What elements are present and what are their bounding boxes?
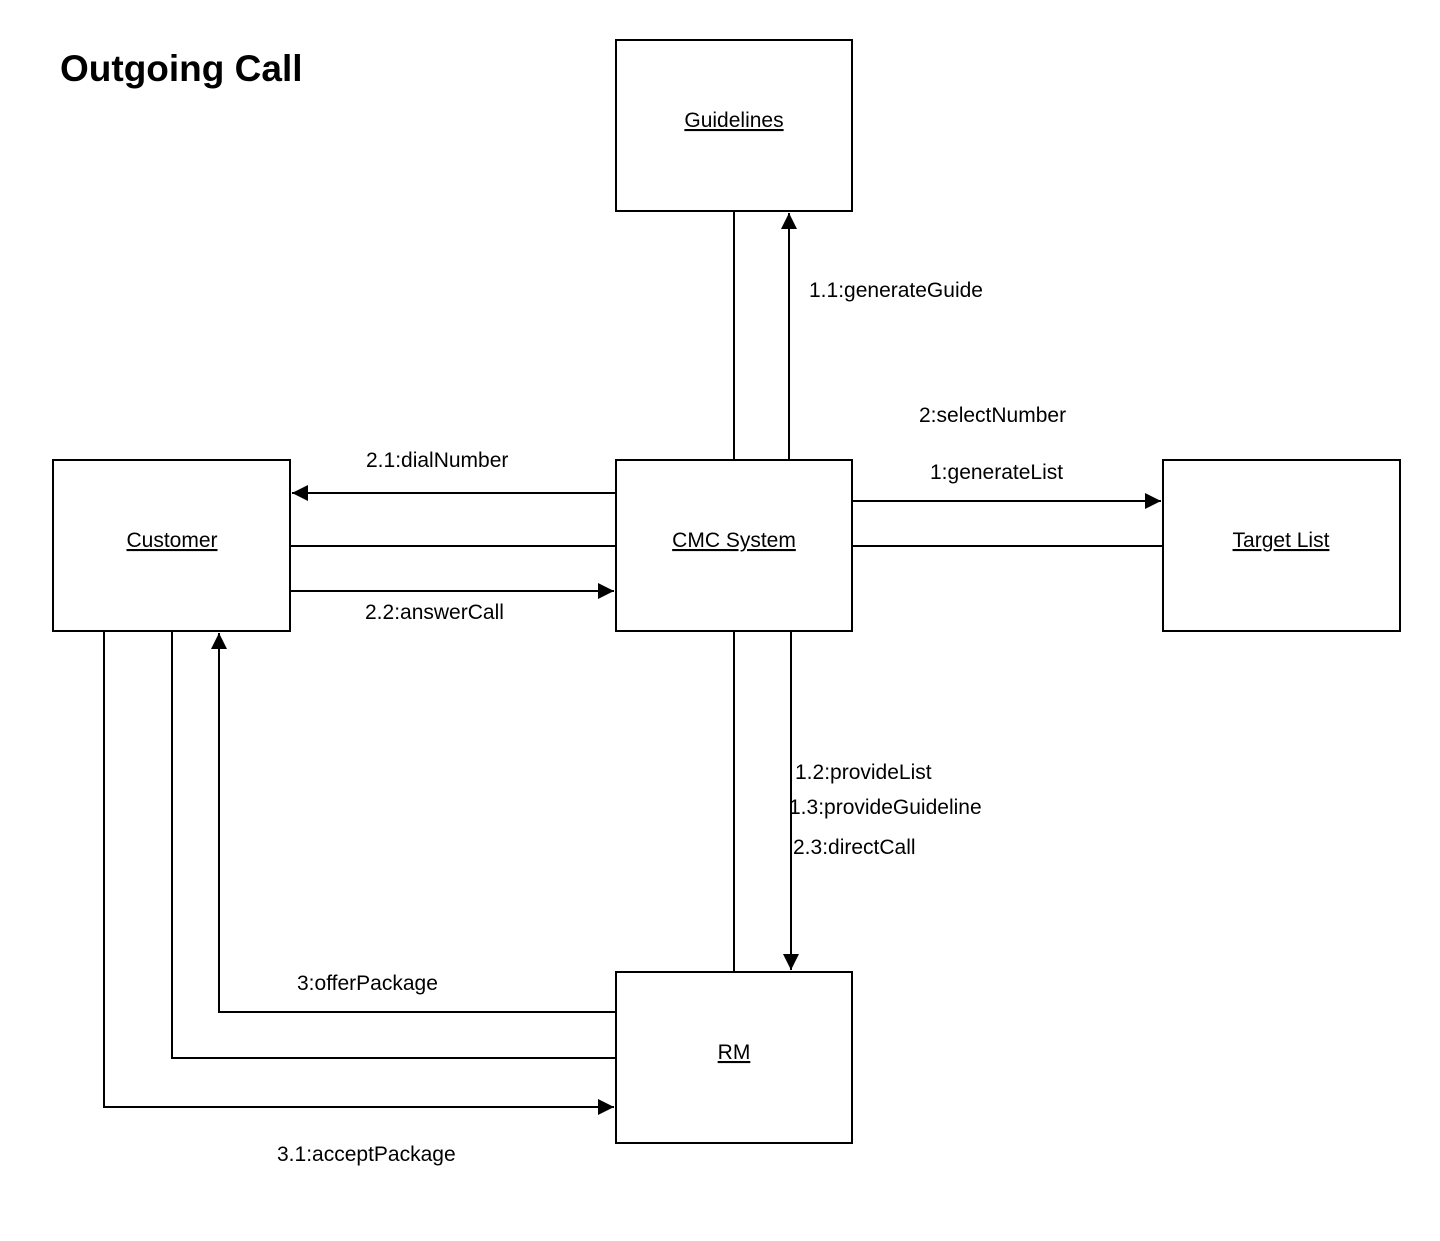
message-generate-list: 1:generateList — [930, 461, 1063, 484]
object-guidelines: Guidelines — [615, 39, 853, 212]
message-accept-package: 3.1:acceptPackage — [277, 1143, 456, 1166]
message-answer-call: 2.2:answerCall — [365, 601, 504, 624]
message-direct-call: 2.3:directCall — [793, 836, 916, 859]
object-label: Customer — [126, 529, 217, 552]
object-box — [1162, 459, 1401, 632]
message-dial-number: 2.1:dialNumber — [366, 449, 508, 472]
object-label: Target List — [1233, 529, 1330, 552]
link-customer-rm — [171, 631, 616, 1059]
object-label: CMC System — [672, 529, 796, 552]
arrow-accept-package — [103, 631, 614, 1115]
object-cmc-system: CMC System — [615, 459, 853, 632]
object-customer: Customer — [52, 459, 291, 632]
object-target-list: Target List — [1162, 459, 1401, 632]
object-box — [615, 39, 853, 212]
arrow-offer-package — [211, 633, 616, 1013]
message-offer-package: 3:offerPackage — [297, 972, 438, 995]
object-box — [615, 459, 853, 632]
object-box — [615, 971, 853, 1144]
object-box — [52, 459, 291, 632]
object-label: Guidelines — [684, 109, 783, 132]
message-provide-guideline: 1.3:provideGuideline — [789, 796, 982, 819]
message-select-number: 2:selectNumber — [919, 404, 1066, 427]
diagram-title: Outgoing Call — [60, 48, 303, 89]
object-label: RM — [718, 1041, 751, 1064]
message-provide-list: 1.2:provideList — [795, 761, 932, 784]
object-rm: RM — [615, 971, 853, 1144]
message-generate-guide: 1.1:generateGuide — [809, 279, 983, 302]
